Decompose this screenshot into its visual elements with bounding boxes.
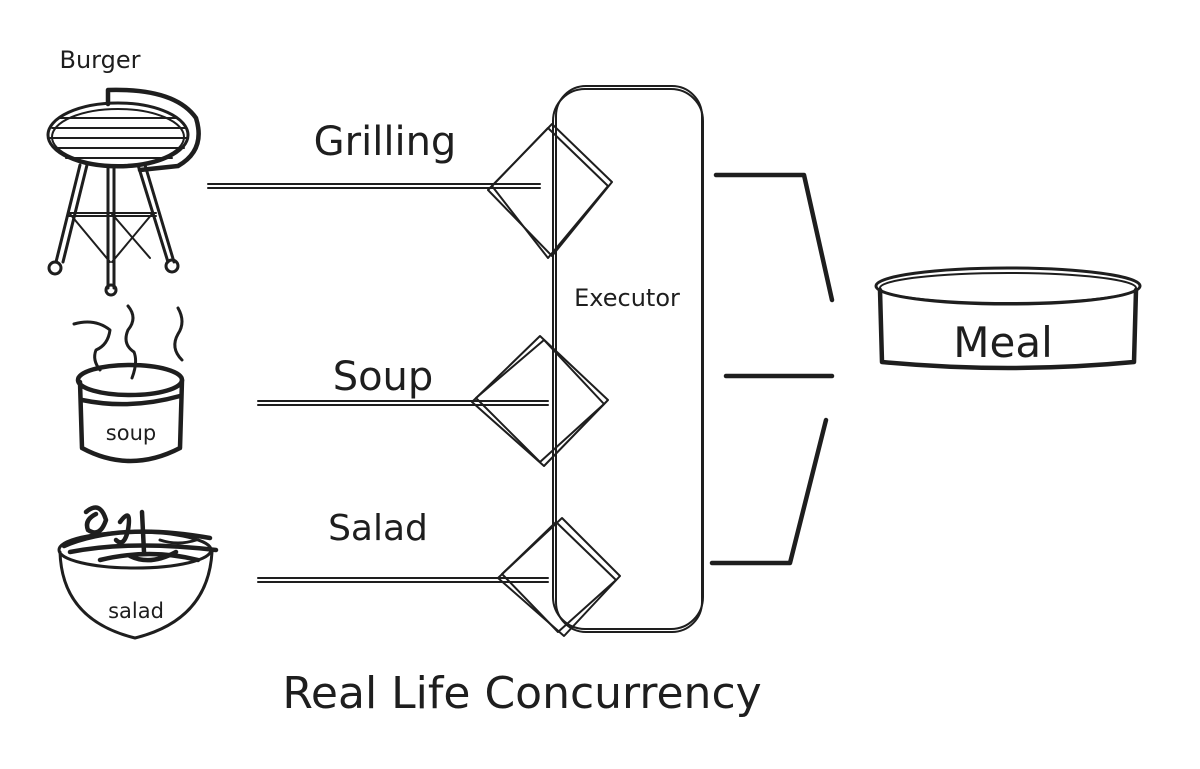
soup-pot-icon [72,304,185,464]
meal-label: Meal [953,318,1052,367]
salad-bowl-icon [57,505,219,640]
executor-label: Executor [574,284,680,312]
meal-dish [874,266,1142,371]
task-label-grilling: Grilling [314,119,457,165]
task-label-soup: Soup [333,354,434,400]
diagram-title: Real Life Concurrency [282,668,761,719]
salad-bowl-label: salad [108,599,164,623]
burger-label: Burger [60,46,141,74]
task-diamond-salad [497,517,621,637]
task-label-salad: Salad [328,508,428,549]
task-diamond-grilling [487,123,613,259]
soup-pot-label: soup [106,421,156,445]
executor-box [552,85,704,633]
task-input-lines [207,183,549,583]
task-diamond-soup [471,335,609,467]
grill-icon [46,87,201,297]
output-connectors [709,172,835,566]
